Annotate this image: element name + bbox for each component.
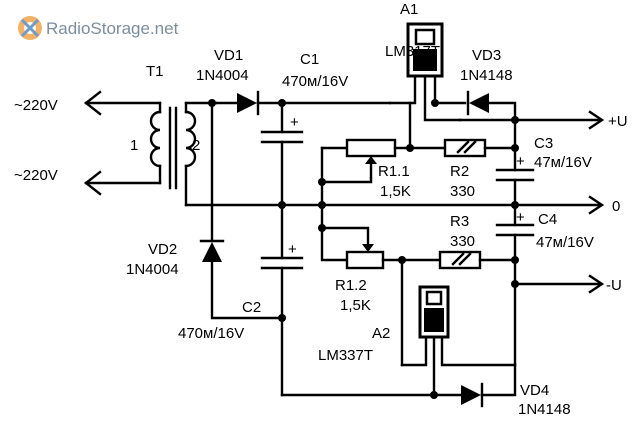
- resistor-r2: [443, 138, 517, 158]
- diode-vd4: [280, 363, 517, 408]
- vd3-ref: VD3: [472, 47, 501, 64]
- mains-label-bottom: ~220V: [14, 167, 58, 184]
- a1-part: LM317T: [385, 43, 440, 60]
- a1-ref: A1: [400, 1, 418, 18]
- c3-value: 47м/16V: [534, 154, 592, 171]
- c4-value: 47м/16V: [536, 234, 594, 251]
- c2-value: 470м/16V: [178, 325, 244, 342]
- capacitor-c1: [260, 101, 304, 207]
- vd2-ref: VD2: [148, 241, 177, 258]
- vd4-ref: VD4: [520, 382, 549, 399]
- vd3-part: 1N4148: [460, 67, 513, 84]
- output-negative-arrow: [513, 274, 605, 294]
- c3-plus: +: [516, 153, 525, 170]
- r1-1-value: 1,5K: [380, 183, 411, 200]
- capacitor-c2: [260, 203, 304, 397]
- regulator-a1: [388, 22, 462, 122]
- mains-input-bottom: [84, 170, 162, 196]
- r1-1-ref: R1.1: [378, 163, 410, 180]
- junction-dots: [208, 99, 519, 399]
- r2-value: 330: [450, 183, 475, 200]
- diode-vd2: [199, 101, 284, 320]
- output-positive-arrow: [458, 110, 605, 130]
- ground-rail: [184, 195, 605, 215]
- c4-ref: C4: [538, 211, 557, 228]
- regulator-a2: [400, 285, 517, 397]
- watermark-text: RadioStorage.net: [46, 19, 179, 38]
- winding-primary-label: 1: [130, 137, 138, 154]
- vd2-part: 1N4004: [126, 261, 179, 278]
- output-negative-label: -U: [606, 277, 622, 294]
- mains-label-top: ~220V: [14, 97, 58, 114]
- r1-2-value: 1,5K: [340, 297, 371, 314]
- resistor-r1-1: [320, 101, 447, 262]
- vd4-part: 1N4148: [518, 401, 571, 418]
- a2-ref: A2: [372, 325, 390, 342]
- vd1-ref: VD1: [214, 47, 243, 64]
- r1-2-ref: R1.2: [335, 277, 367, 294]
- r2-ref: R2: [450, 163, 469, 180]
- c2-plus: +: [288, 241, 297, 258]
- mains-input-top: [84, 90, 162, 116]
- output-positive-label: +U: [608, 113, 628, 130]
- c4-plus: +: [516, 209, 525, 226]
- r3-ref: R3: [450, 213, 469, 230]
- vd1-part: 1N4004: [196, 67, 249, 84]
- capacitor-c3: [495, 146, 535, 207]
- c3-ref: C3: [534, 135, 553, 152]
- winding-secondary-label: 2: [192, 137, 200, 154]
- a2-part: LM337T: [318, 347, 373, 364]
- output-zero-label: 0: [612, 198, 620, 215]
- watermark-logo-icon: [18, 16, 42, 40]
- c1-ref: C1: [300, 51, 319, 68]
- c2-ref: C2: [242, 299, 261, 316]
- resistor-r1-2: [320, 226, 442, 367]
- transformer-t1: [149, 101, 218, 207]
- r3-value: 330: [450, 233, 475, 250]
- diode-vd1: [214, 90, 284, 116]
- c1-value: 470м/16V: [282, 73, 348, 90]
- diode-vd3: [433, 90, 517, 150]
- resistor-r3: [438, 250, 517, 270]
- c1-plus: +: [290, 114, 299, 131]
- transformer-ref: T1: [146, 63, 164, 80]
